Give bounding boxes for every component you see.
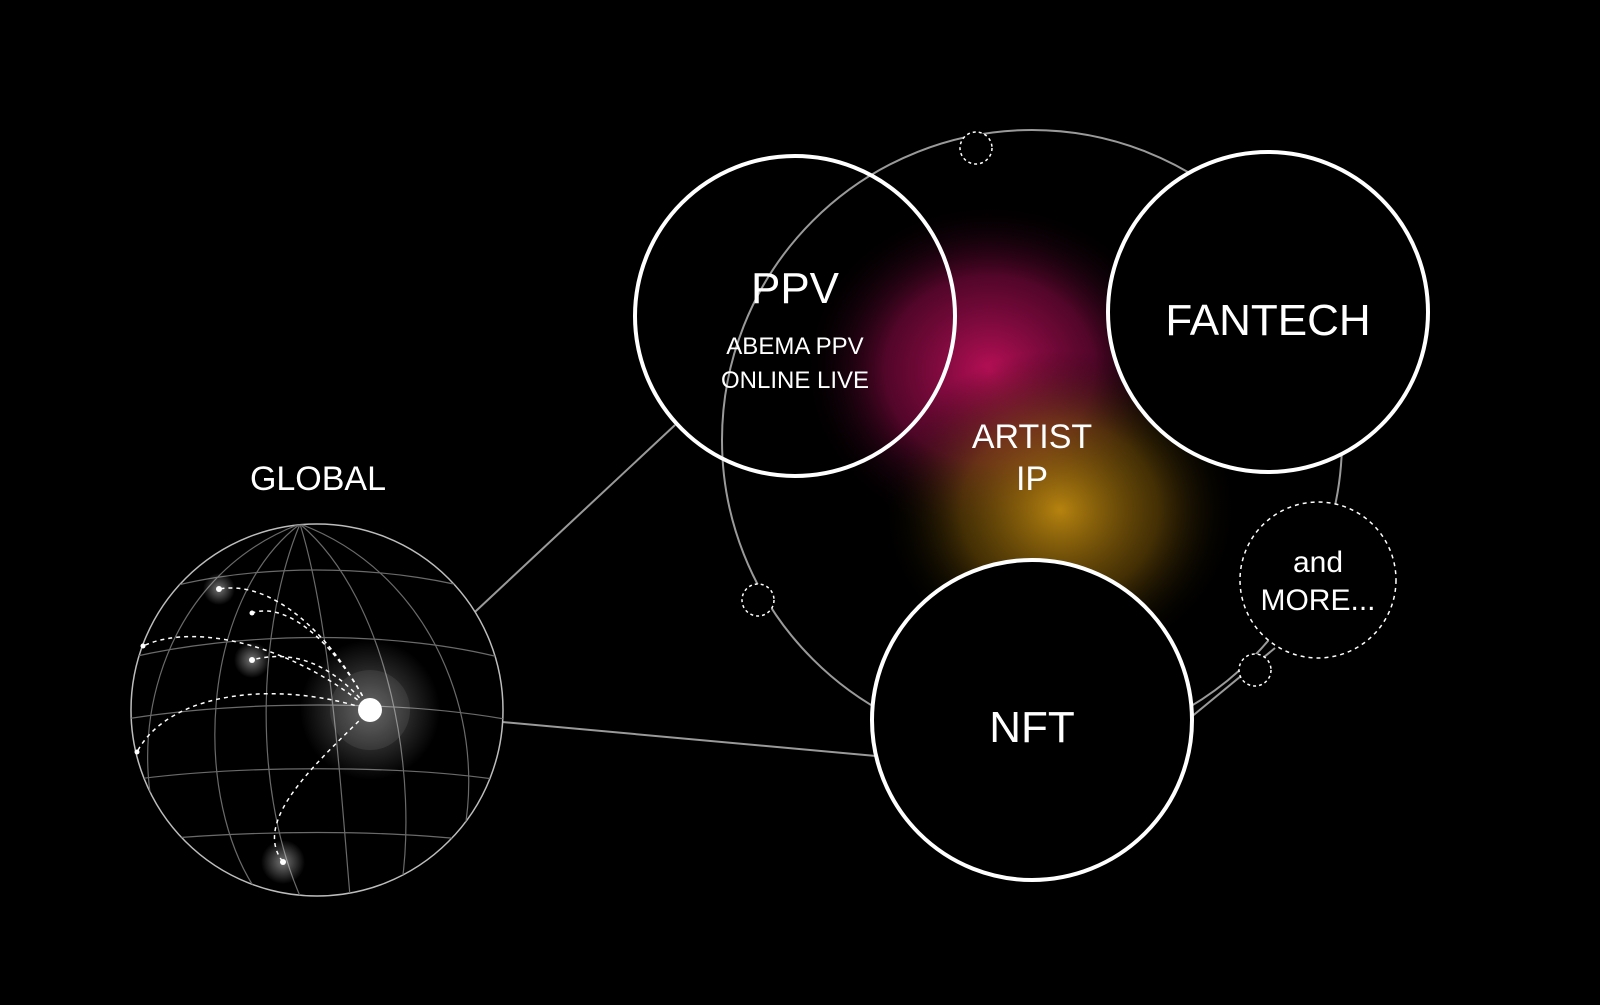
- artist-ip-glow: [800, 200, 1240, 670]
- orbit-marker-left: [741, 583, 775, 617]
- node-nft[interactable]: NFT: [870, 558, 1194, 882]
- node-nft-title: NFT: [989, 703, 1075, 752]
- globe-hub: [358, 698, 382, 722]
- node-ppv-subtitle-2: ONLINE LIVE: [721, 367, 869, 394]
- node-ppv[interactable]: PPV ABEMA PPV ONLINE LIVE: [633, 154, 957, 478]
- globe-label: GLOBAL: [250, 460, 386, 498]
- node-more-line-2: MORE...: [1260, 584, 1375, 617]
- artist-ip-label-1: ARTIST: [972, 418, 1092, 456]
- node-ppv-subtitle-1: ABEMA PPV: [726, 333, 863, 360]
- globe-icon: [130, 523, 504, 897]
- node-fantech-title: FANTECH: [1165, 296, 1370, 345]
- node-more-line-1: and: [1293, 546, 1343, 579]
- orbit-marker-right: [1238, 653, 1272, 687]
- orbit-marker-top: [959, 131, 993, 165]
- node-more[interactable]: and MORE...: [1239, 501, 1397, 659]
- node-fantech[interactable]: FANTECH: [1106, 150, 1430, 474]
- node-ppv-title: PPV: [751, 264, 840, 313]
- artist-ip-label-2: IP: [1016, 460, 1048, 498]
